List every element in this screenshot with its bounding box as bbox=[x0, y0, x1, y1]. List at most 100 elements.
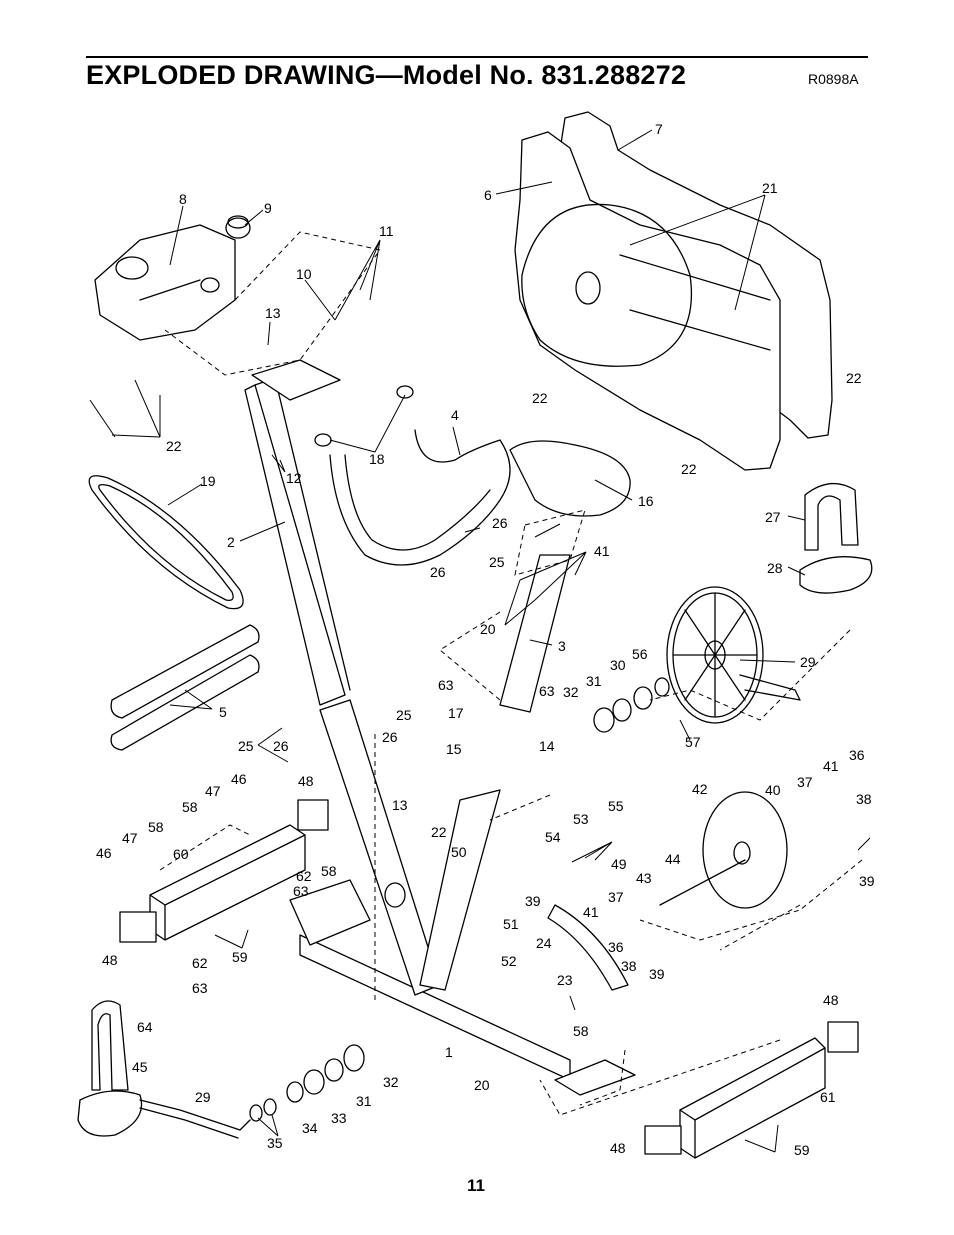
callout-31: 31 bbox=[356, 1093, 372, 1109]
callout-14: 14 bbox=[539, 738, 555, 754]
callout-39: 39 bbox=[859, 873, 875, 889]
callout-8: 8 bbox=[179, 191, 187, 207]
callout-10: 10 bbox=[296, 266, 312, 282]
crank-arm-part-29-left bbox=[139, 1044, 365, 1139]
callout-29: 29 bbox=[800, 654, 816, 670]
callout-57: 57 bbox=[685, 734, 701, 750]
callout-63: 63 bbox=[293, 883, 309, 899]
callout-18: 18 bbox=[369, 451, 385, 467]
page-title: EXPLODED DRAWING—Model No. 831.288272 bbox=[86, 60, 687, 90]
brake-pad-part-24 bbox=[547, 904, 629, 991]
callout-35: 35 bbox=[267, 1135, 283, 1151]
callout-22: 22 bbox=[532, 390, 548, 406]
callout-63: 63 bbox=[438, 677, 454, 693]
callout-37: 37 bbox=[797, 774, 813, 790]
callout-9: 9 bbox=[264, 200, 272, 216]
callout-41: 41 bbox=[823, 758, 839, 774]
callout-46: 46 bbox=[96, 845, 112, 861]
callout-63: 63 bbox=[539, 683, 555, 699]
callout-20: 20 bbox=[480, 621, 496, 637]
callout-22: 22 bbox=[681, 461, 697, 477]
callout-26: 26 bbox=[273, 738, 289, 754]
callout-58: 58 bbox=[182, 799, 198, 815]
pedal-part-28 bbox=[799, 556, 873, 594]
callout-39: 39 bbox=[525, 893, 541, 909]
callout-26: 26 bbox=[492, 515, 508, 531]
callout-25: 25 bbox=[396, 707, 412, 723]
callout-33: 33 bbox=[331, 1110, 347, 1126]
callout-48: 48 bbox=[102, 952, 118, 968]
callout-48: 48 bbox=[610, 1140, 626, 1156]
callout-63: 63 bbox=[192, 980, 208, 996]
assembly-lines bbox=[159, 231, 863, 1116]
callout-26: 26 bbox=[430, 564, 446, 580]
callout-32: 32 bbox=[563, 684, 579, 700]
callout-5: 5 bbox=[219, 704, 227, 720]
rear-stabilizer-part-61 bbox=[644, 1021, 859, 1159]
callout-36: 36 bbox=[608, 939, 624, 955]
callout-27: 27 bbox=[765, 509, 781, 525]
callout-47: 47 bbox=[205, 783, 221, 799]
callout-36: 36 bbox=[849, 747, 865, 763]
callout-22: 22 bbox=[431, 824, 447, 840]
callout-46: 46 bbox=[231, 771, 247, 787]
callout-32: 32 bbox=[383, 1074, 399, 1090]
foam-grips-part-5 bbox=[110, 624, 260, 751]
upright-part-2 bbox=[244, 359, 351, 706]
callout-labels: 7 6 21 8 9 11 10 13 22 22 22 22 22 12 4 … bbox=[96, 121, 875, 1158]
header-rule bbox=[86, 56, 868, 58]
callout-29: 29 bbox=[195, 1089, 211, 1105]
callout-40: 40 bbox=[765, 782, 781, 798]
callout-42: 42 bbox=[692, 781, 708, 797]
pedal-strap-part-27 bbox=[804, 483, 859, 551]
callout-22: 22 bbox=[846, 370, 862, 386]
callout-28: 28 bbox=[767, 560, 783, 576]
callout-6: 6 bbox=[484, 187, 492, 203]
drawing-code: R0898A bbox=[808, 71, 859, 87]
callout-61: 61 bbox=[820, 1089, 836, 1105]
callout-51: 51 bbox=[503, 916, 519, 932]
callout-56: 56 bbox=[632, 646, 648, 662]
callout-17: 17 bbox=[448, 705, 464, 721]
callout-13: 13 bbox=[265, 305, 281, 321]
page-number: 11 bbox=[467, 1176, 485, 1195]
callout-54: 54 bbox=[545, 829, 561, 845]
callout-59: 59 bbox=[232, 949, 248, 965]
flywheel-part-42 bbox=[659, 791, 788, 909]
leader-lines bbox=[89, 129, 871, 1153]
callout-24: 24 bbox=[536, 935, 552, 951]
callout-15: 15 bbox=[446, 741, 462, 757]
callout-16: 16 bbox=[638, 493, 654, 509]
callout-45: 45 bbox=[132, 1059, 148, 1075]
drive-belt-part-19 bbox=[88, 475, 244, 610]
callout-50: 50 bbox=[451, 844, 467, 860]
side-shield-part-6 bbox=[514, 131, 781, 471]
callout-1: 1 bbox=[445, 1044, 453, 1060]
callout-21: 21 bbox=[762, 180, 778, 196]
callout-58: 58 bbox=[321, 863, 337, 879]
console-part-8 bbox=[94, 224, 236, 341]
pulley-part-29 bbox=[666, 586, 801, 724]
callout-39: 39 bbox=[649, 966, 665, 982]
callout-30: 30 bbox=[610, 657, 626, 673]
callout-49: 49 bbox=[611, 856, 627, 872]
callout-34: 34 bbox=[302, 1120, 318, 1136]
callout-64: 64 bbox=[137, 1019, 153, 1035]
callout-43: 43 bbox=[636, 870, 652, 886]
callout-13: 13 bbox=[392, 797, 408, 813]
seat-part-16 bbox=[509, 440, 631, 517]
callout-59: 59 bbox=[794, 1142, 810, 1158]
callout-3: 3 bbox=[558, 638, 566, 654]
callout-25: 25 bbox=[238, 738, 254, 754]
bearing-set-upper bbox=[593, 677, 670, 733]
callout-55: 55 bbox=[608, 798, 624, 814]
callout-41: 41 bbox=[594, 543, 610, 559]
callout-41: 41 bbox=[583, 904, 599, 920]
callout-19: 19 bbox=[200, 473, 216, 489]
callout-38: 38 bbox=[856, 791, 872, 807]
left-pedal-part-45 bbox=[77, 1000, 143, 1137]
callout-48: 48 bbox=[823, 992, 839, 1008]
callout-23: 23 bbox=[557, 972, 573, 988]
knob-part-9 bbox=[225, 215, 251, 239]
